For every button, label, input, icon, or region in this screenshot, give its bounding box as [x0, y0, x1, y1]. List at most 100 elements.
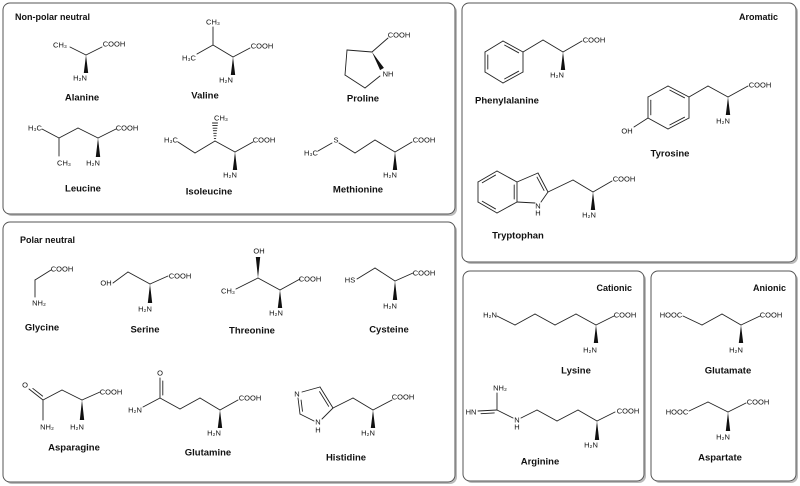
- atom-label: O: [157, 369, 163, 378]
- bond-line: [502, 71, 524, 84]
- atom-label: H₂N: [73, 74, 87, 83]
- bond-line: [317, 142, 333, 152]
- wedge-bond: [232, 152, 238, 170]
- atom-label: N: [535, 202, 540, 211]
- atom-label: H₂N: [86, 159, 100, 168]
- bond-line: [338, 142, 356, 154]
- bond-line: [85, 46, 103, 56]
- bond-line: [516, 201, 536, 204]
- wedge-bond: [594, 421, 600, 440]
- molecule-name: Histidine: [326, 453, 366, 464]
- molecule-name: Glycine: [25, 323, 59, 334]
- panel-title: Non-polar neutral: [15, 12, 90, 22]
- molecule-name: Arginine: [521, 457, 560, 468]
- atom-label: H₂N: [716, 117, 730, 126]
- molecule-name: Phenylalanine: [475, 96, 539, 107]
- molecule-name: Glutamine: [185, 448, 231, 459]
- atom-label: H: [514, 423, 519, 432]
- molecule-name: Threonine: [229, 326, 275, 337]
- atom-label: OH: [253, 247, 264, 256]
- bond-line: [496, 201, 518, 214]
- bond-line: [354, 139, 376, 154]
- atom-label: H₃C: [164, 136, 178, 145]
- molecule-name: Alanine: [65, 93, 99, 104]
- atom-label: COOH: [169, 272, 192, 281]
- atom-label: H₃C: [28, 124, 42, 133]
- double-bond-line: [504, 70, 520, 80]
- bond-line: [727, 85, 749, 98]
- bond-line: [34, 269, 52, 281]
- wedge-bond: [95, 138, 101, 157]
- atom-label: H₂N: [550, 71, 564, 80]
- wedge-bond: [372, 52, 384, 71]
- bond-line: [633, 117, 649, 128]
- bond-line: [520, 409, 538, 419]
- atom-label: COOH: [413, 136, 436, 145]
- bond-line: [374, 267, 396, 282]
- atom-label: COOH: [388, 31, 411, 40]
- atom-label: H₂N: [361, 429, 375, 438]
- double-bond-line: [319, 391, 330, 407]
- bond-line: [740, 315, 761, 326]
- bond-line: [592, 180, 613, 193]
- bond-line: [647, 117, 669, 130]
- wedge-bond: [392, 281, 398, 300]
- bond-line: [496, 409, 514, 419]
- bond-line: [319, 386, 334, 409]
- bond-line: [344, 74, 366, 89]
- hashed-wedge-bond: [211, 122, 219, 139]
- panel-title: Polar neutral: [20, 235, 75, 245]
- double-bond-line: [481, 174, 497, 184]
- bond-line: [554, 313, 577, 326]
- wedge-bond: [593, 325, 599, 343]
- atom-label: CH₃: [57, 159, 71, 168]
- bond-line: [279, 278, 301, 291]
- molecule-name: Glutamate: [705, 366, 751, 377]
- bond-line: [235, 277, 259, 290]
- atom-label: COOH: [617, 407, 640, 416]
- bond-line: [234, 141, 254, 153]
- bond-line: [477, 170, 498, 183]
- bond-line: [301, 386, 321, 393]
- bond-line: [596, 411, 616, 422]
- panel-border: [2, 221, 456, 483]
- atom-label: H₂N: [128, 406, 142, 415]
- bond-line: [547, 179, 574, 193]
- atom-label: HOOC: [660, 311, 683, 320]
- molecule-name: Serine: [130, 325, 159, 336]
- atom-label: COOH: [251, 42, 274, 51]
- molecule-name: Valine: [191, 91, 218, 102]
- wedge-bond: [560, 52, 566, 70]
- atom-label: NH₂: [32, 299, 46, 308]
- bond-line: [707, 85, 729, 98]
- bond-line: [344, 49, 348, 76]
- atom-label: H₃C: [182, 54, 196, 63]
- bond-line: [177, 141, 196, 154]
- bond-line: [194, 140, 216, 154]
- atom-label: CH₃: [206, 18, 220, 27]
- atom-label: N: [315, 418, 320, 427]
- atom-label: H: [315, 426, 320, 435]
- wedge-bond: [83, 55, 89, 73]
- atom-label: H₂N: [716, 433, 730, 442]
- wedge-bond: [255, 257, 261, 278]
- atom-label: NH: [383, 70, 394, 79]
- molecule-glycine: COOH NH₂ Glycine: [25, 265, 73, 334]
- atom-label: H: [535, 209, 540, 218]
- atom-label: COOH: [413, 269, 436, 278]
- wedge-bond: [370, 410, 376, 428]
- panel-border: [462, 270, 645, 482]
- atom-label: H₂N: [383, 171, 397, 180]
- atom-label: COOH: [51, 265, 74, 274]
- molecule-name: Cysteine: [369, 325, 409, 336]
- atom-label: NH₂: [40, 423, 54, 432]
- bond-line: [496, 315, 516, 326]
